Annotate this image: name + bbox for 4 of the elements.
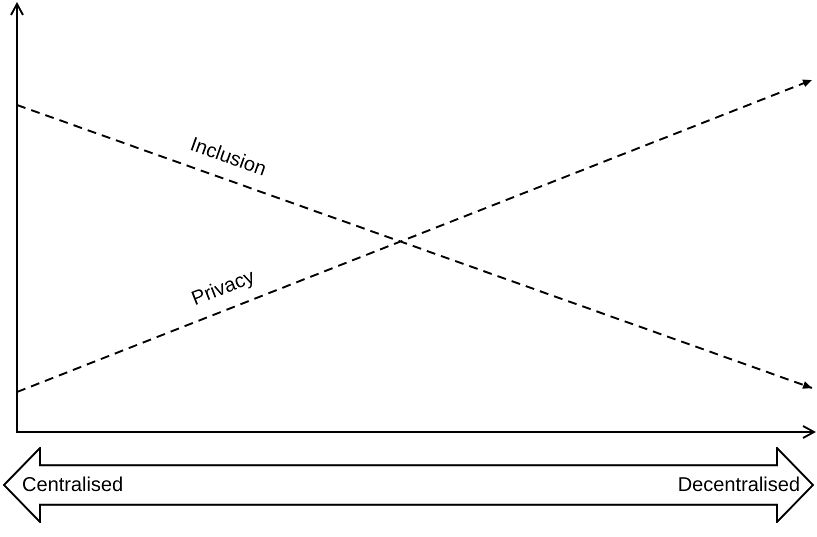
line-label: Privacy — [188, 266, 258, 311]
range-label: Decentralised — [678, 474, 800, 496]
double-arrow — [3, 447, 814, 523]
range-label: Centralised — [22, 474, 124, 496]
